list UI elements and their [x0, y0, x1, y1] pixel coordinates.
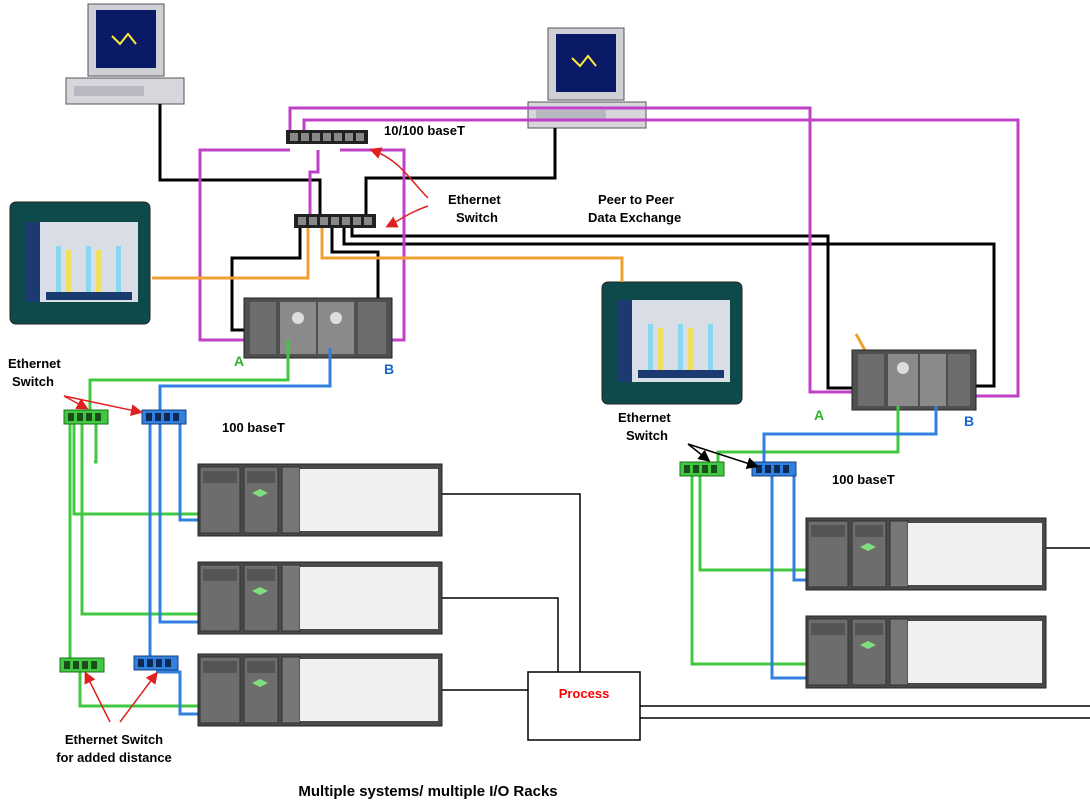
label-ethernet-switch-left-2: Switch — [12, 374, 54, 389]
io-rack-left-3 — [197, 653, 443, 727]
switch-green-right — [679, 461, 725, 477]
label-b-right: B — [964, 413, 974, 429]
switch-10-100 — [286, 130, 368, 144]
hmi-panel-right — [601, 281, 743, 405]
label-ethernet-switch-top-2: Switch — [456, 210, 498, 225]
io-rack-left-1 — [197, 463, 443, 537]
label-ethernet-switch-left-1: Ethernet — [8, 356, 61, 371]
label-ethernet-switch-top-1: Ethernet — [448, 192, 501, 207]
workstation-left — [65, 3, 185, 105]
label-peer-2: Data Exchange — [588, 210, 681, 225]
label-100-baset-right: 100 baseT — [832, 472, 895, 487]
label-peer-1: Peer to Peer — [598, 192, 674, 207]
hmi-panel-left — [9, 201, 151, 325]
label-a-right: A — [814, 407, 824, 423]
diagram-caption: Multiple systems/ multiple I/O Racks — [298, 783, 557, 800]
io-rack-right-1 — [805, 517, 1047, 591]
switch-blue-distance — [133, 655, 179, 671]
controller-left — [243, 297, 393, 359]
process-box — [527, 671, 641, 741]
workstation-right — [527, 27, 647, 129]
switch-green-left — [63, 409, 109, 425]
label-100-baset-left: 100 baseT — [222, 420, 285, 435]
switch-blue-right — [751, 461, 797, 477]
label-ethernet-switch-right-1: Ethernet — [618, 410, 671, 425]
label-process: Process — [559, 686, 610, 701]
ethernet-switch-top — [294, 214, 376, 228]
label-added-distance-2: for added distance — [56, 750, 172, 765]
label-a-left: A — [234, 353, 244, 369]
switch-green-distance — [59, 657, 105, 673]
io-rack-right-2 — [805, 615, 1047, 689]
label-b-left: B — [384, 361, 394, 377]
label-added-distance-1: Ethernet Switch — [65, 732, 163, 747]
annotation-arrows — [63, 147, 759, 723]
io-rack-left-2 — [197, 561, 443, 635]
switch-blue-left — [141, 409, 187, 425]
controller-right — [851, 349, 977, 411]
label-ethernet-switch-right-2: Switch — [626, 428, 668, 443]
label-10-100-baset: 10/100 baseT — [384, 123, 465, 138]
